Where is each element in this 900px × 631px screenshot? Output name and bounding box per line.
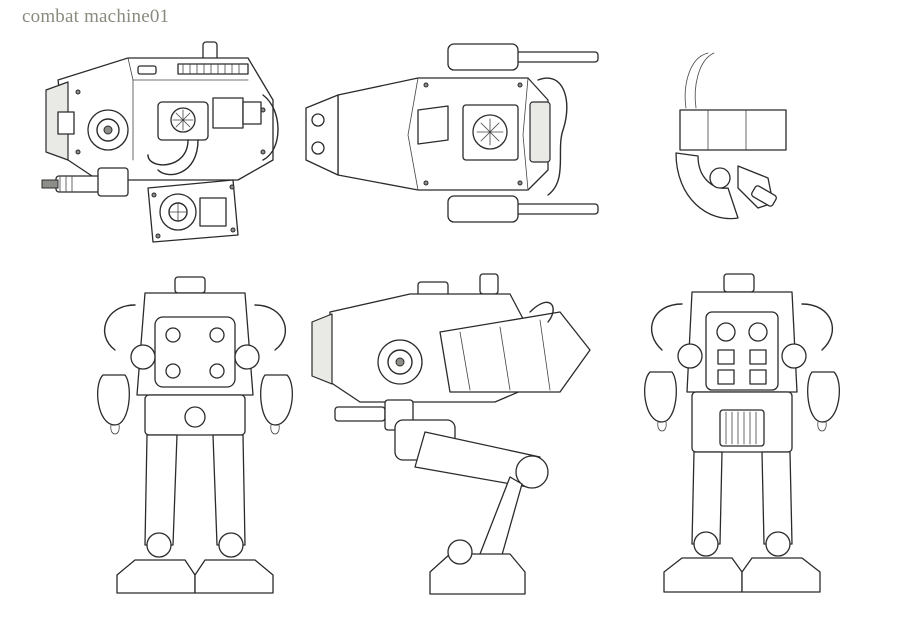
sheet-title: combat machine01 bbox=[22, 6, 170, 27]
side-view-torso bbox=[38, 40, 288, 250]
top-view bbox=[298, 40, 608, 230]
rear-view bbox=[642, 272, 842, 612]
side-view-walking bbox=[300, 272, 620, 612]
head-detail-view bbox=[668, 38, 798, 238]
front-view bbox=[95, 275, 295, 615]
